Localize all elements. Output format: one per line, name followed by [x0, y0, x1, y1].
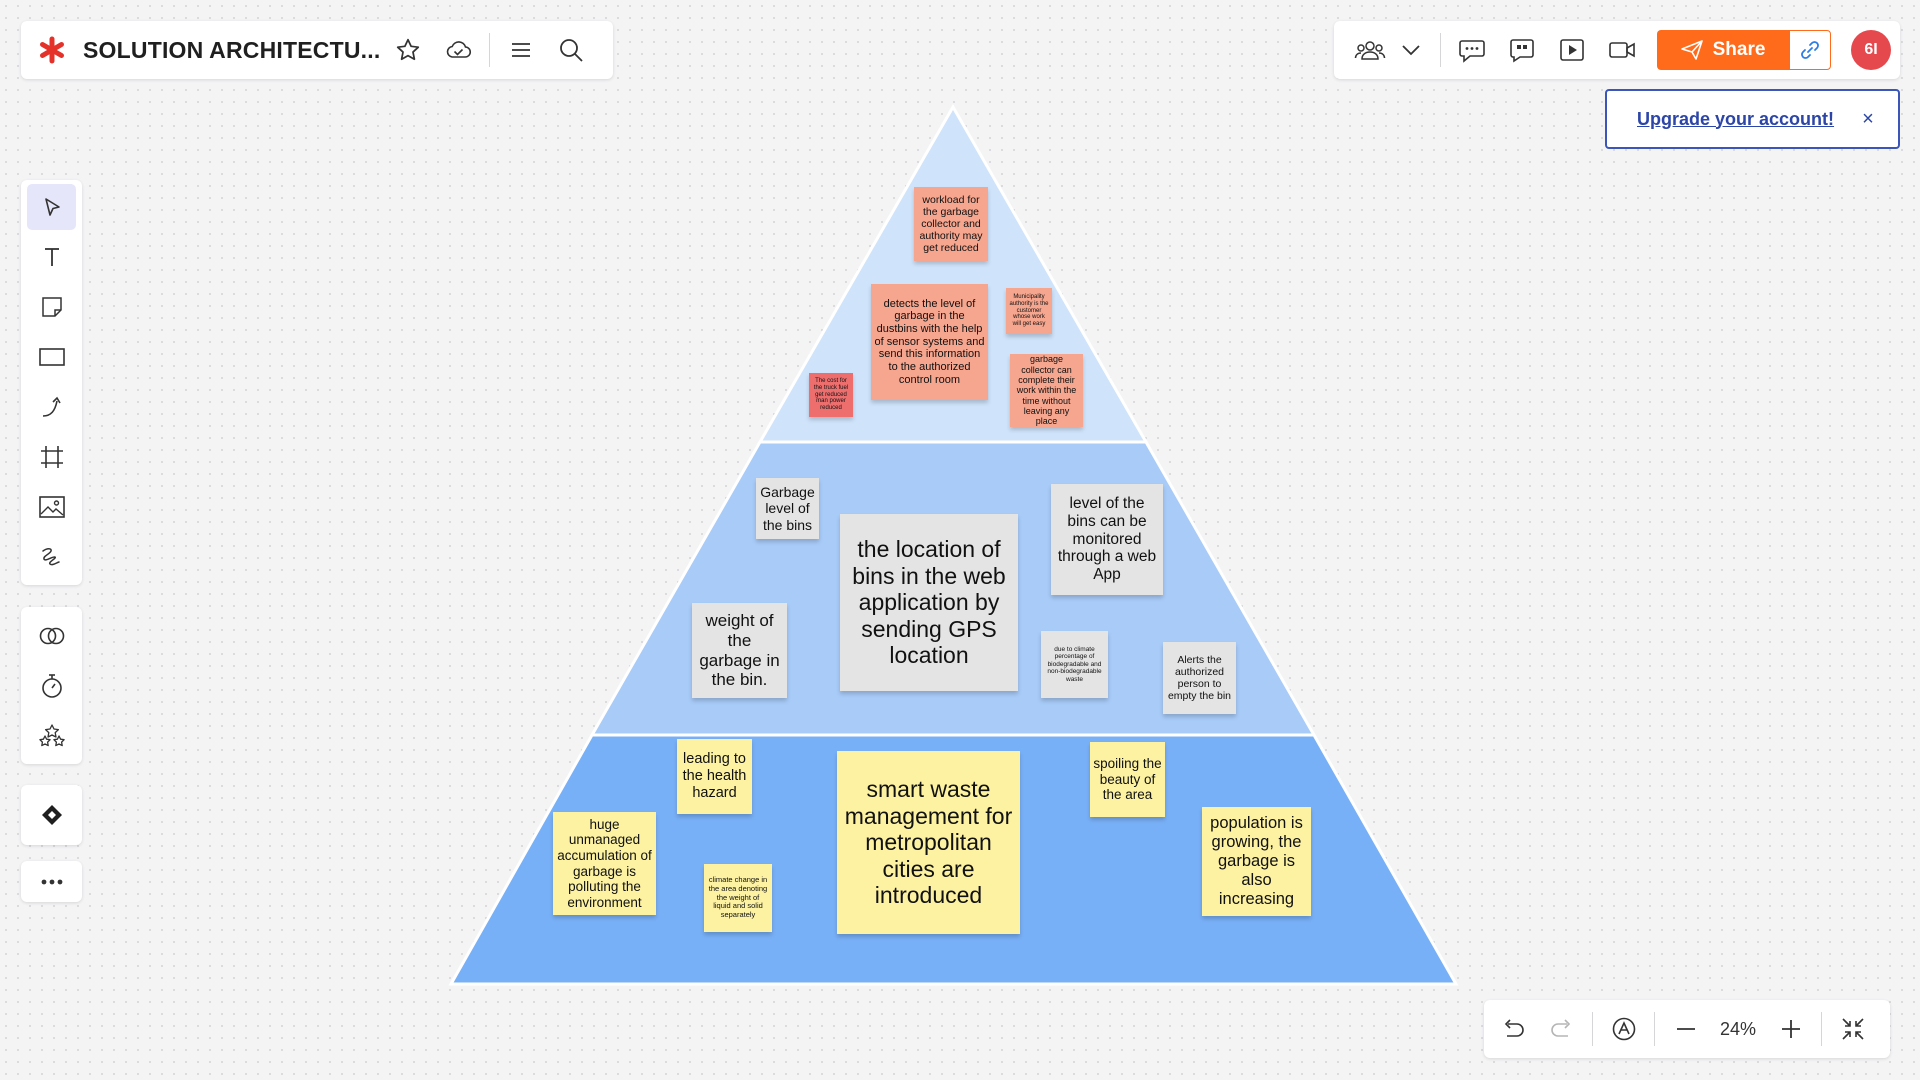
video-icon[interactable] — [1597, 21, 1647, 79]
sticky-note[interactable]: workload for the garbage collector and a… — [914, 187, 988, 261]
frame-tool-icon[interactable] — [27, 434, 76, 480]
sticky-note[interactable]: detects the level of garbage in the dust… — [871, 284, 988, 400]
share-button[interactable]: Share — [1657, 30, 1789, 70]
close-icon[interactable]: × — [1862, 107, 1874, 130]
select-tool-icon[interactable] — [27, 184, 76, 230]
divider — [1654, 1012, 1655, 1046]
sticky-note[interactable]: The cost for the truck fuel get reduced … — [809, 373, 853, 417]
divider — [489, 33, 490, 67]
extra-tools — [21, 607, 82, 764]
sticky-note[interactable]: Alerts the authorized person to empty th… — [1163, 642, 1236, 714]
sticky-note[interactable]: climate change in the area denoting the … — [704, 864, 772, 932]
board-header: SOLUTION ARCHITECTU... — [21, 21, 613, 79]
sticky-note[interactable]: garbage collector can complete their wor… — [1010, 354, 1083, 427]
feedback-icon[interactable] — [1497, 21, 1547, 79]
tool-palette — [21, 180, 82, 585]
sticky-note[interactable]: Municipality authority is the customer w… — [1006, 288, 1052, 334]
link-icon — [1801, 41, 1819, 59]
divider — [1821, 1012, 1822, 1046]
asterisk-logo-icon[interactable] — [21, 21, 83, 79]
pen-tool-icon[interactable] — [27, 534, 76, 580]
zoom-level[interactable]: 24% — [1719, 1018, 1757, 1039]
divider — [1592, 1012, 1593, 1046]
sticky-note[interactable]: due to climate percentage of biodegradab… — [1041, 631, 1108, 698]
more-shapes-icon[interactable] — [21, 785, 82, 845]
image-tool-icon[interactable] — [27, 484, 76, 530]
sticky-note[interactable]: leading to the health hazard — [677, 739, 752, 814]
present-icon[interactable] — [1547, 21, 1597, 79]
upgrade-banner: Upgrade your account! × — [1605, 89, 1900, 149]
rectangle-tool-icon[interactable] — [27, 334, 76, 380]
copy-link-button[interactable] — [1789, 30, 1831, 70]
sticky-note[interactable]: spoiling the beauty of the area — [1090, 742, 1165, 817]
voting-stars-icon[interactable] — [27, 713, 76, 759]
sticky-note-tool-icon[interactable] — [27, 284, 76, 330]
connector-tool-icon[interactable] — [27, 384, 76, 430]
zoom-out-icon[interactable] — [1661, 1000, 1710, 1058]
diagram-overlap-icon[interactable] — [27, 613, 76, 659]
paper-plane-icon — [1680, 40, 1703, 60]
more-options-icon[interactable] — [21, 861, 82, 902]
sticky-note[interactable]: weight of the garbage in the bin. — [692, 603, 787, 698]
sticky-note[interactable]: population is growing, the garbage is al… — [1202, 807, 1311, 916]
board-title[interactable]: SOLUTION ARCHITECTU... — [83, 36, 381, 63]
cloud-check-icon[interactable] — [433, 21, 483, 79]
collaboration-bar: Share 6I — [1334, 21, 1900, 79]
collaborators-icon[interactable] — [1344, 21, 1396, 79]
sticky-note[interactable]: level of the bins can be monitored throu… — [1051, 484, 1163, 595]
undo-icon[interactable] — [1488, 1000, 1537, 1058]
sticky-note[interactable]: huge unmanaged accumulation of garbage i… — [553, 812, 656, 915]
sticky-note[interactable]: the location of bins in the web applicat… — [840, 514, 1018, 691]
sticky-note[interactable]: Garbage level of the bins — [756, 478, 819, 539]
timer-icon[interactable] — [27, 663, 76, 709]
collapse-icon[interactable] — [1828, 1000, 1877, 1058]
user-avatar[interactable]: 6I — [1851, 30, 1891, 70]
star-icon[interactable] — [383, 21, 433, 79]
zoom-controls: 24% — [1484, 1000, 1890, 1058]
text-tool-icon[interactable] — [27, 234, 76, 280]
divider — [1440, 33, 1441, 67]
navigator-icon[interactable] — [1599, 1000, 1648, 1058]
sticky-note[interactable]: smart waste management for metropolitan … — [837, 751, 1020, 934]
redo-icon[interactable] — [1537, 1000, 1586, 1058]
comments-icon[interactable] — [1447, 21, 1497, 79]
menu-icon[interactable] — [496, 21, 546, 79]
zoom-in-icon[interactable] — [1766, 1000, 1815, 1058]
share-button-label: Share — [1712, 39, 1766, 60]
upgrade-account-link[interactable]: Upgrade your account! — [1637, 108, 1835, 129]
search-icon[interactable] — [546, 21, 596, 79]
chevron-down-icon[interactable] — [1396, 21, 1426, 79]
